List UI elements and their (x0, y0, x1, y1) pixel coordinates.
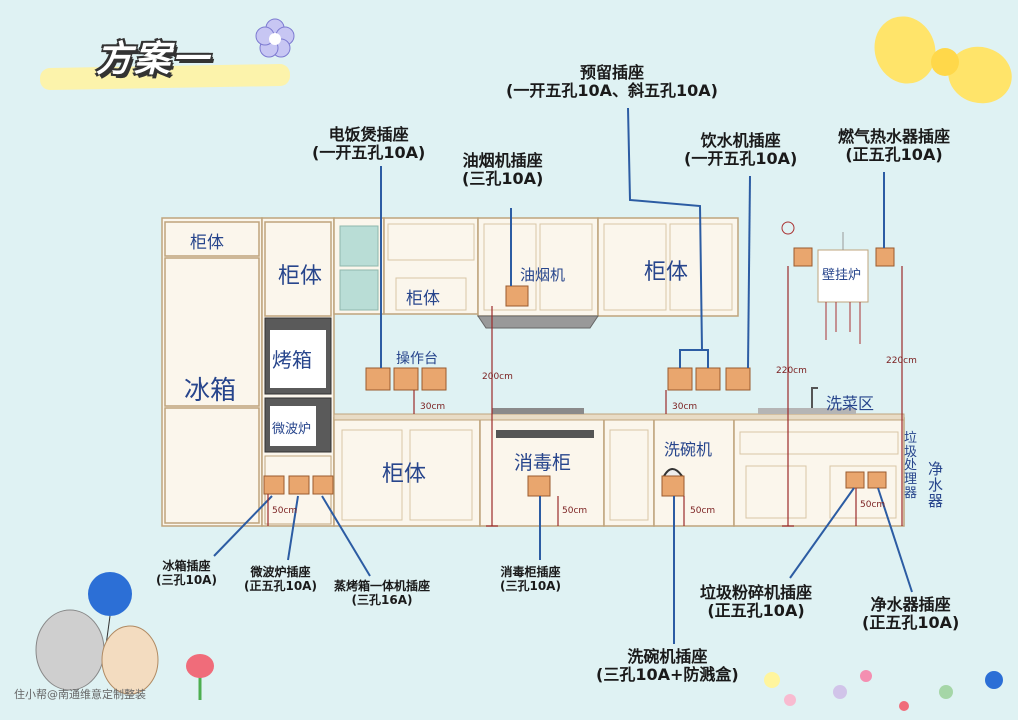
page-title: 方案一 (96, 39, 211, 80)
hand-oven: 烤箱 (272, 348, 312, 372)
label-water-purifier-socket: 净水器插座(正五孔10A) (862, 595, 960, 633)
range-hood-icon (477, 315, 599, 329)
dim-50a: 50cm (272, 506, 298, 516)
rice-cooker-socket-2 (393, 367, 419, 391)
heater-socket-1 (793, 247, 813, 267)
hand-fridge: 冰箱 (184, 376, 237, 406)
leader-steam-oven (321, 495, 371, 577)
hand-range-hood: 油烟机 (520, 266, 566, 284)
upper-cabinet-door (264, 221, 332, 317)
reserved-socket-2 (695, 367, 721, 391)
label-water-dispenser-socket: 饮水机插座(一开五孔10A) (684, 131, 798, 169)
leader-water-dispenser (747, 175, 751, 369)
confetti-decoration-icon (764, 670, 1003, 711)
water-purifier-socket (867, 471, 887, 489)
dim-50c: 50cm (690, 506, 716, 516)
hand-disinfection: 消毒柜 (514, 452, 572, 474)
label-fridge-socket: 冰箱插座(三孔10A) (156, 559, 217, 587)
dim-200: 200cm (482, 372, 513, 382)
reserved-socket-1 (667, 367, 693, 391)
label-range-hood-socket: 油烟机插座(三孔10A) (462, 151, 544, 189)
watermark: 住小帮@南通维意定制整装 (14, 688, 146, 701)
dim-30a: 30cm (420, 402, 446, 412)
lower-cabinet (333, 417, 481, 527)
garbage-disposer-socket (845, 471, 865, 489)
label-rice-cooker-socket: 电饭煲插座(一开五孔10A) (312, 125, 426, 163)
rice-cooker-socket-3 (421, 367, 447, 391)
hand-cabinet-upper-right: 柜体 (644, 260, 689, 285)
hand-cabinet-lower: 柜体 (382, 462, 427, 487)
hand-dishwasher: 洗碗机 (664, 440, 713, 459)
teddy-bear-icon (35, 609, 159, 695)
fridge-socket (263, 475, 285, 495)
hand-cabinet-top-left: 柜体 (190, 233, 224, 253)
label-garbage-disposer-socket: 垃圾粉碎机插座(正五孔10A) (700, 583, 813, 621)
fridge-lower-door (164, 407, 260, 524)
label-steam-oven-socket: 蒸烤箱一体机插座(三孔16A) (334, 579, 431, 607)
dishwasher-cabinet (653, 417, 735, 527)
hand-microwave: 微波炉 (272, 422, 312, 437)
label-gas-heater-socket: 燃气热水器插座(正五孔10A) (838, 127, 951, 165)
label-disinfection-socket: 消毒柜插座(三孔10A) (500, 565, 561, 593)
phone-icon (663, 468, 683, 477)
faucet-icon (811, 387, 818, 408)
dim-50b: 50cm (562, 506, 588, 516)
disinfection-socket (527, 475, 551, 497)
hand-wash-area: 洗菜区 (826, 394, 875, 413)
countertop (333, 413, 905, 421)
range-hood-socket (505, 285, 529, 307)
label-dishwasher-socket: 洗碗机插座(三孔10A+防溅盒) (596, 647, 739, 685)
tulip-icon (186, 654, 214, 700)
hand-counter: 操作台 (396, 351, 438, 367)
yellow-bow-icon (874, 16, 1012, 104)
leader-reserved (627, 107, 704, 368)
upper-cabinet-mid (383, 217, 479, 315)
leader-microwave (287, 495, 299, 561)
hand-cabinet-upper: 柜体 (278, 264, 323, 289)
narrow-cabinet (603, 417, 655, 527)
cabinet-top-left (164, 221, 260, 257)
gas-heater-socket (875, 247, 895, 267)
fridge-upper-door (164, 257, 260, 407)
hand-garbage-disposer: 垃圾处理器 (904, 431, 918, 501)
rice-cooker-socket-1 (365, 367, 391, 391)
steam-oven-socket (312, 475, 334, 495)
hand-cabinet-upper-mid: 柜体 (406, 289, 440, 309)
sink-icon (758, 408, 856, 414)
range-hood-cabinet (477, 217, 599, 317)
label-microwave-socket: 微波炉插座(正五孔10A) (244, 565, 317, 593)
dim-30b: 30cm (672, 402, 698, 412)
dim-220a: 220cm (776, 366, 807, 376)
flower-decoration-icon (255, 18, 295, 58)
microwave-socket (288, 475, 310, 495)
water-dispenser-socket (725, 367, 751, 391)
dishwasher-socket (661, 475, 685, 497)
leader-fridge (213, 495, 273, 557)
stove-icon (492, 408, 584, 414)
hand-water-purifier: 净水器 (928, 460, 944, 510)
leader-garbage-disposer (789, 487, 855, 579)
upper-cabinet-right (597, 217, 739, 317)
dim-220b: 220cm (886, 356, 917, 366)
dim-50d: 50cm (860, 500, 886, 510)
hand-wall-heater: 壁挂炉 (822, 268, 862, 283)
label-reserved-socket: 预留插座(一开五孔10A、斜五孔10A) (506, 63, 718, 101)
leader-water-purifier (877, 487, 913, 593)
